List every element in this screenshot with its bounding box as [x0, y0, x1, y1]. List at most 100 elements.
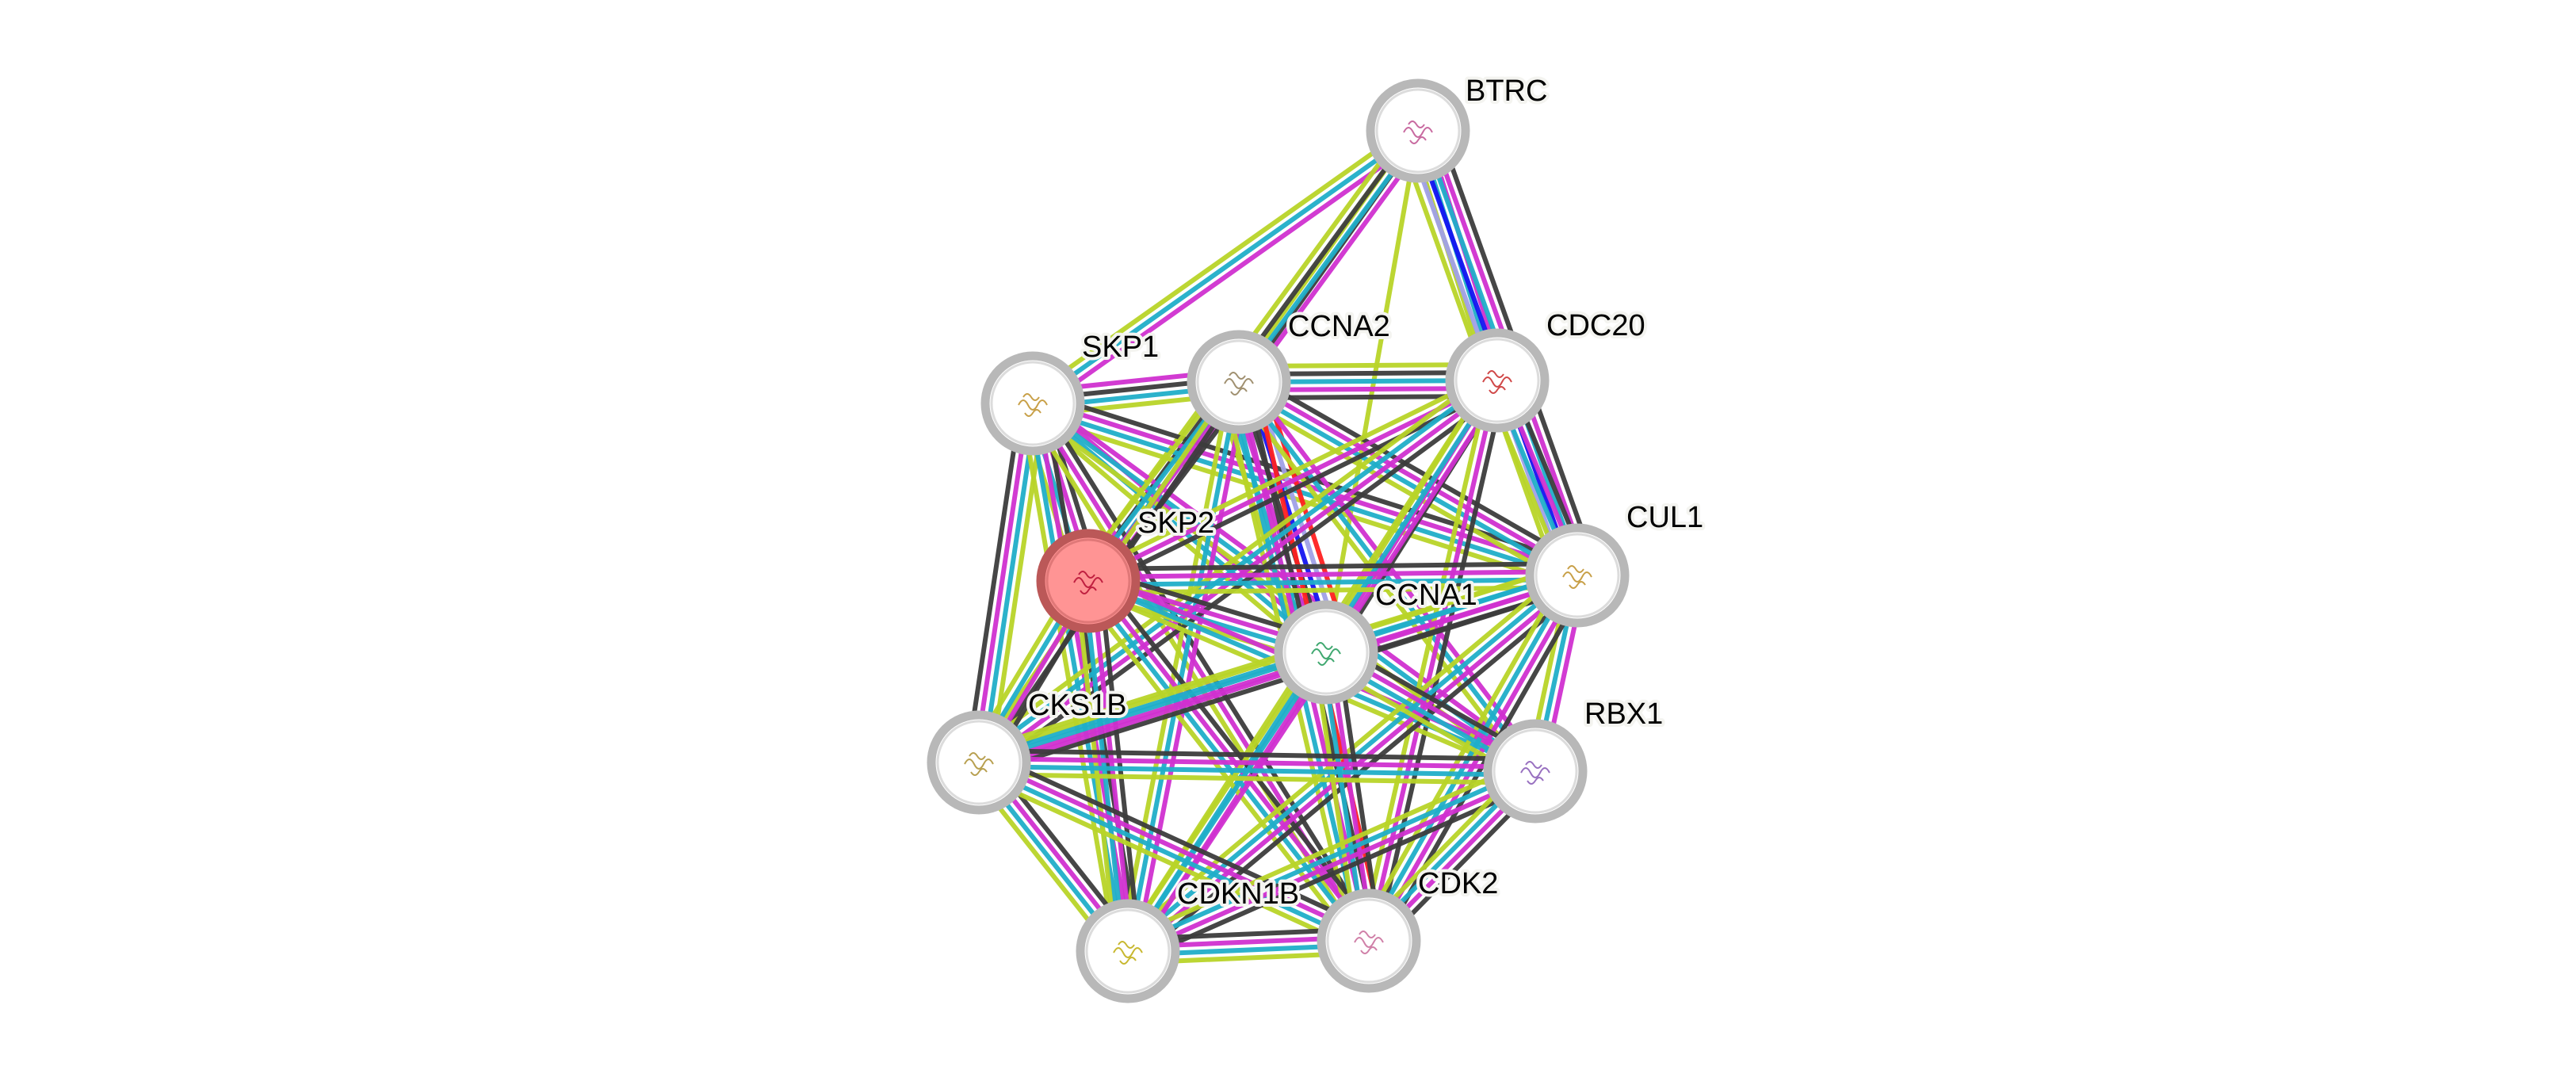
edge-channel-textmining [1084, 371, 1495, 576]
edge-channel-coexpression [1035, 389, 1582, 567]
node-circle[interactable] [1274, 600, 1378, 705]
node-circle[interactable] [1076, 899, 1180, 1003]
edge-channel-experiments [1128, 772, 1538, 957]
protein-structure-icon [1113, 941, 1143, 965]
edge-channel-experiments [1239, 376, 1580, 575]
node-label-skp1: SKP1 [1082, 331, 1159, 364]
edge-channel-textmining [1118, 380, 1234, 950]
node-inner-shadow [936, 720, 1022, 805]
node-label-ccna1: CCNA1 [1375, 579, 1477, 612]
node-inner-shadow [1196, 339, 1282, 425]
protein-structure-icon [1482, 370, 1512, 394]
protein-structure-icon [1311, 642, 1341, 666]
edge-channel-experiments [1087, 569, 1577, 580]
edge-channel-textmining [976, 642, 1324, 758]
node-btrc[interactable] [1366, 78, 1470, 183]
node-circle[interactable] [1317, 888, 1421, 993]
node-cdkn1b[interactable] [1076, 899, 1180, 1003]
edge-channel-coexpression [981, 584, 1582, 777]
edge-channel-textmining [1356, 568, 1569, 937]
node-cul1[interactable] [1525, 523, 1630, 628]
node-inner-shadow [990, 361, 1076, 446]
node-label-cul1: CUL1 [1626, 501, 1703, 534]
edge-channel-coexpression [1097, 579, 1142, 950]
edge-channel-experiments [1089, 580, 1134, 951]
edge-channel-textmining [978, 771, 1535, 785]
edge-channel-textmining [1026, 407, 1323, 660]
edge-cks1b-cdk2[interactable] [973, 749, 1375, 954]
node-inner-shadow [1085, 908, 1171, 994]
node-label-ccna2: CCNA2 [1288, 310, 1390, 343]
edge-channel-experiments [979, 756, 1536, 770]
node-cks1b[interactable] [927, 710, 1031, 815]
node-cdc20[interactable] [1445, 328, 1550, 433]
node-label-btrc: BTRC [1466, 75, 1547, 108]
edge-channel-textmining [1232, 390, 1573, 588]
edge-channel-coexpression [1087, 561, 1577, 572]
edge-channel-curated-database [1126, 381, 1241, 952]
edge-channel-curated-database [976, 763, 1369, 947]
node-inner-shadow [1045, 538, 1131, 624]
edge-channel-curated-database [978, 763, 1535, 778]
edge-channel-experiments [1036, 135, 1424, 412]
node-skp2[interactable] [1036, 529, 1141, 633]
protein-structure-icon [1018, 393, 1048, 417]
node-circle[interactable] [980, 351, 1085, 456]
node-rbx1[interactable] [1483, 719, 1588, 824]
edge-channel-coexpression [965, 401, 1024, 762]
edge-channel-curated-database [1031, 128, 1420, 406]
edge-channel-experiments [973, 402, 1032, 762]
protein-structure-icon [1562, 565, 1592, 589]
node-inner-shadow [1454, 338, 1540, 423]
edge-channel-curated-database [1125, 765, 1535, 950]
node-cdk2[interactable] [1317, 888, 1421, 993]
edge-ccna2-cul1[interactable] [1232, 369, 1584, 588]
node-skp1[interactable] [980, 351, 1085, 456]
edge-channel-curated-database [1236, 380, 1538, 773]
edge-channel-coexpression [979, 748, 1536, 762]
edge-channel-coexpression [982, 749, 1375, 933]
node-ccna1[interactable] [1274, 600, 1378, 705]
node-label-cdkn1b: CDKN1B [1177, 877, 1299, 911]
node-circle[interactable] [1187, 330, 1291, 434]
edge-channel-textmining [1026, 122, 1415, 399]
edge-channel-textmining [1122, 758, 1532, 943]
edge-channel-coexpression [1243, 369, 1584, 567]
node-circle[interactable] [1483, 719, 1588, 824]
edge-channel-coexpression [1131, 779, 1542, 965]
node-label-cdk2: CDK2 [1418, 867, 1498, 900]
node-ccna2[interactable] [1187, 330, 1291, 434]
protein-structure-icon [1224, 372, 1254, 396]
node-inner-shadow [1375, 88, 1461, 174]
node-circle[interactable] [927, 710, 1031, 815]
node-label-cdc20: CDC20 [1546, 309, 1645, 342]
node-circle[interactable] [1366, 78, 1470, 183]
edge-channel-curated-database [1088, 576, 1578, 587]
edge-channel-curated-database [980, 403, 1039, 764]
node-circle[interactable] [1445, 328, 1550, 433]
protein-structure-icon [1520, 761, 1550, 785]
node-label-skp2: SKP2 [1137, 506, 1214, 540]
protein-structure-icon [1073, 571, 1103, 594]
node-inner-shadow [1492, 728, 1578, 814]
edge-channel-curated-database [1030, 404, 1577, 582]
edge-rbx1-cdkn1b[interactable] [1122, 758, 1542, 965]
node-circle[interactable] [1525, 523, 1630, 628]
edge-ccna1-cdkn1b[interactable] [1119, 646, 1335, 957]
edge-channel-experiments [1132, 655, 1335, 957]
edge-channel-coexpression [1374, 381, 1508, 943]
edge-channel-curated-database [1236, 383, 1577, 581]
edge-channel-textmining [1359, 378, 1492, 940]
edge-channel-curated-database [978, 650, 1327, 765]
query-node-circle[interactable] [1036, 529, 1141, 633]
edge-cks1b-rbx1[interactable] [978, 748, 1536, 785]
protein-structure-icon [1403, 120, 1433, 144]
node-label-cks1b: CKS1B [1028, 689, 1127, 722]
node-inner-shadow [1535, 533, 1620, 618]
edge-channel-experiments [979, 756, 1372, 940]
edge-btrc-skp1[interactable] [1026, 122, 1424, 412]
nodes-layer [927, 78, 1630, 1003]
edge-channel-textmining [1119, 646, 1322, 949]
